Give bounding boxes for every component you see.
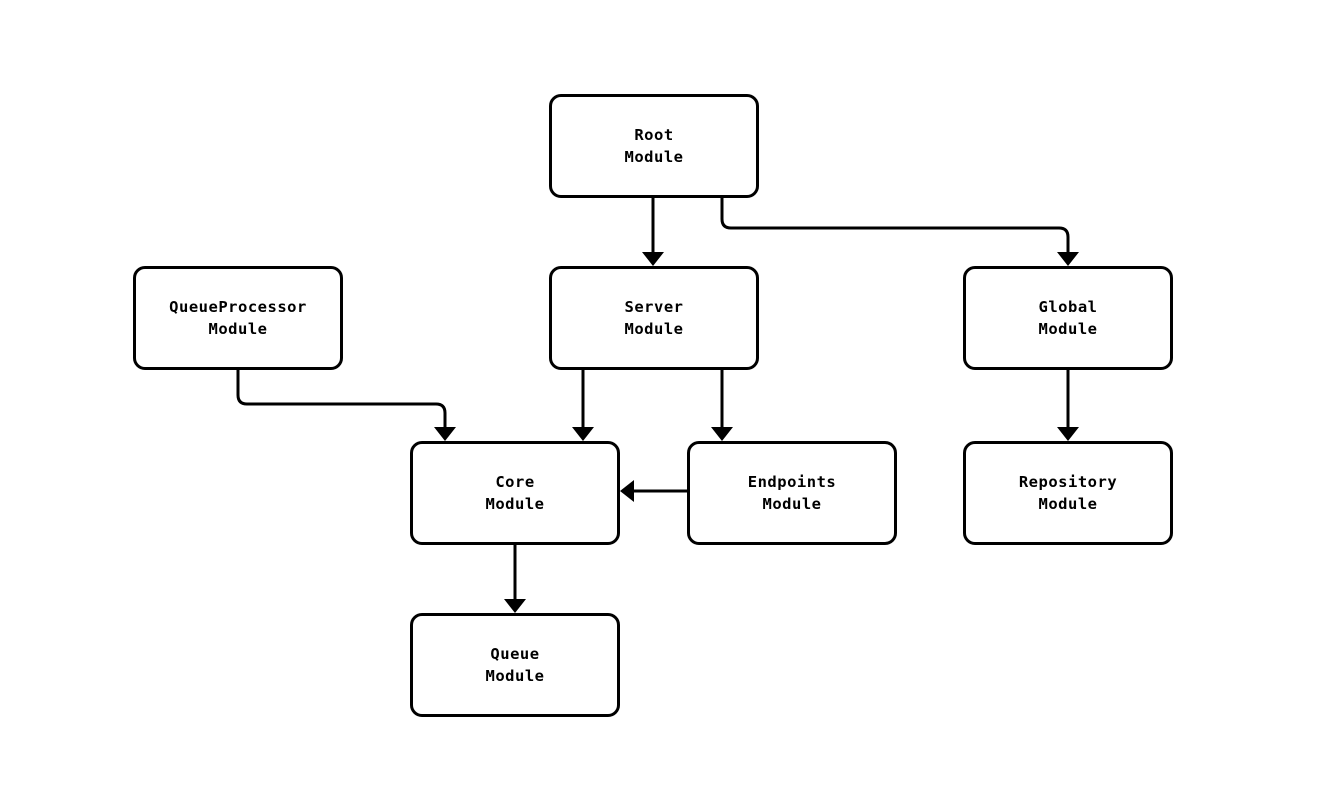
arrowhead	[504, 599, 526, 613]
node-label-secondary: Module	[624, 320, 684, 338]
node-label-primary: Global	[1038, 298, 1098, 316]
node-label-primary: Server	[624, 298, 684, 316]
node-label-primary: Core	[495, 473, 535, 491]
node-label-primary: Repository	[1018, 473, 1118, 491]
arrowhead	[572, 427, 594, 441]
arrowhead	[434, 427, 456, 441]
node-label-primary: QueueProcessor	[169, 298, 307, 316]
edge-root-to-global	[720, 198, 1079, 266]
edge-global-to-repository	[1057, 370, 1079, 441]
node-label-secondary: Module	[1038, 320, 1098, 338]
edge-server-to-endpoints	[711, 370, 733, 441]
edge-queueprocessor-to-core	[236, 370, 456, 441]
arrowhead	[620, 480, 634, 502]
node-label-secondary: Module	[485, 495, 545, 513]
node-label-secondary: Module	[208, 320, 268, 338]
arrowhead	[1057, 427, 1079, 441]
edge-endpoints-to-core	[620, 480, 687, 502]
arrowhead	[711, 427, 733, 441]
node-label-secondary: Module	[1038, 495, 1098, 513]
node-label-secondary: Module	[485, 667, 545, 685]
node-label-primary: Queue	[490, 645, 540, 663]
arrowhead	[1057, 252, 1079, 266]
node-label-secondary: Module	[762, 495, 822, 513]
edge-server-to-core	[572, 370, 594, 441]
edge-core-to-queue	[504, 545, 526, 613]
edge-root-to-server	[642, 198, 664, 266]
node-label-secondary: Module	[624, 148, 684, 166]
arrowhead	[642, 252, 664, 266]
node-label-primary: Root	[634, 126, 674, 144]
node-label-primary: Endpoints	[747, 473, 837, 491]
